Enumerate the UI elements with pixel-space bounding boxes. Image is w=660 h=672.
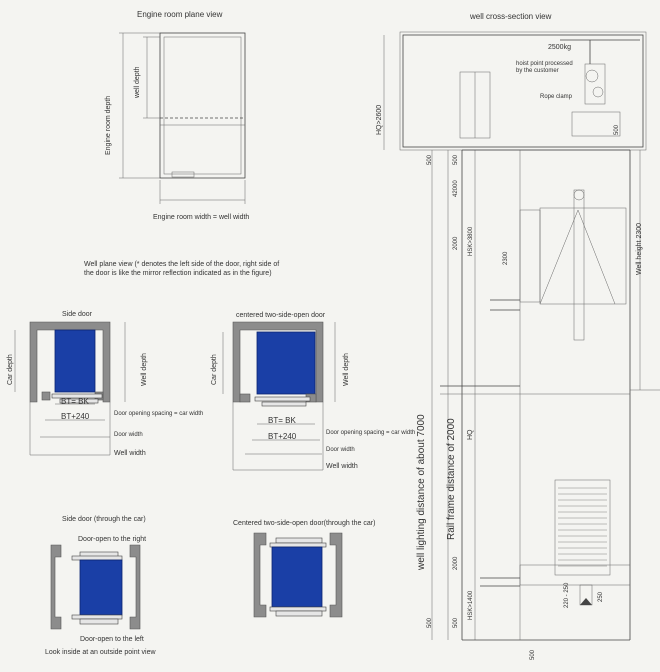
dim-220-250: 220 - 250	[564, 582, 570, 608]
engine-room-plane-view: Engine room plane view Engine room depth…	[105, 10, 249, 221]
centered-door-car	[256, 331, 316, 395]
traction-machine	[584, 63, 606, 105]
side-door-car	[54, 329, 96, 393]
dim-500-a: 500	[427, 154, 433, 165]
hsk1400-label: HSK>1400	[468, 590, 474, 620]
engine-room-door	[171, 171, 195, 178]
well-cross-section: well cross-section view 2500kg hoist poi…	[376, 12, 660, 660]
centered-door-bt240: BT+240	[268, 432, 297, 441]
centered-door-title: centered two-side-open door	[236, 312, 326, 319]
hoist-point-line1: hoist point processed	[516, 61, 573, 67]
door-open-right-label: Door-open to the right	[78, 536, 146, 543]
centered-door-through-car: Centered two-side-open door(through the …	[233, 520, 375, 618]
dim-250: 250	[598, 591, 604, 602]
engine-room-inner-wall	[163, 36, 242, 175]
side-door-well-width: Well width	[114, 450, 146, 457]
hoist-point-line2: by the customer	[516, 68, 559, 74]
side-door-bt-bk: BT= BK	[61, 397, 89, 406]
side-door-door-width: Door width	[114, 432, 143, 438]
well-height-label: Well height 2300	[636, 223, 643, 275]
dim-500-b: 500	[453, 154, 459, 165]
dim-42000: 42000	[453, 180, 459, 197]
well-plane-note-line1: Well plane view (* denotes the left side…	[84, 261, 279, 268]
dim-2300: 2300	[503, 251, 509, 265]
dim-500-e: 500	[530, 649, 536, 660]
side-door-car-depth: Car depth	[7, 354, 14, 385]
centered-door-well-depth: Well depth	[343, 353, 350, 386]
load-label: 2500kg	[548, 44, 571, 51]
centered-door-panels	[254, 396, 311, 402]
hq-label: HQ	[467, 429, 474, 440]
lighting-distance-label: well lighting distance of about 7000	[416, 414, 427, 571]
side-door-title: Side door	[62, 311, 93, 318]
side-door-through-car: Side door (through the car) Door-open to…	[45, 516, 156, 656]
well-depth-label: well depth	[134, 66, 141, 99]
dim-500-d: 500	[453, 617, 459, 628]
centered-door-bt-bk: BT= BK	[268, 416, 296, 425]
centered-door-well-wall	[232, 321, 324, 403]
centered-door-plan: centered two-side-open door Car depth We…	[211, 312, 415, 471]
dim-500-top: 500	[614, 124, 620, 135]
engine-room-outline	[159, 32, 246, 179]
side-door-through-car-body	[79, 559, 123, 616]
well-plane-note-line2: the door is like the mirror reflection i…	[84, 270, 272, 277]
centered-through-car-body	[271, 546, 323, 608]
dim-500-c: 500	[427, 617, 433, 628]
centered-door-spacing: Door opening spacing = car width	[326, 430, 415, 436]
look-inside-label: Look inside at an outside point view	[45, 649, 156, 656]
centered-door-well-width: Well width	[326, 463, 358, 470]
engine-room-depth-label: Engine room depth	[105, 96, 112, 155]
rail-frame-label: Rail frame distance of 2000	[446, 418, 457, 540]
hq2600-label: HQ>2600	[376, 105, 383, 135]
side-door-well-depth: Well depth	[141, 353, 148, 386]
well-section-title: well cross-section view	[469, 12, 552, 21]
side-door-spacing: Door opening spacing = car width	[114, 411, 203, 417]
engine-room-width-label: Engine room width = well width	[153, 214, 249, 221]
side-door-plan: Side door Car depth Well depth BT= BK BT…	[7, 311, 203, 457]
centered-door-car-depth: Car depth	[211, 354, 218, 385]
dim-2000-b: 2000	[453, 556, 459, 570]
centered-through-title: Centered two-side-open door(through the …	[233, 520, 375, 527]
centered-door-door-width: Door width	[326, 447, 355, 453]
engine-room-title: Engine room plane view	[137, 10, 223, 19]
side-door-well-wall	[29, 321, 111, 403]
side-door-panel	[51, 393, 103, 399]
rope-clamp-label: Rope clamp	[540, 94, 573, 100]
lower-car-frame	[554, 479, 611, 576]
side-door-bt240: BT+240	[61, 412, 90, 421]
door-open-left-label: Door-open to the left	[80, 636, 144, 643]
hsk3800-label: HSK>3800	[468, 226, 474, 256]
dim-2000-a: 2000	[453, 236, 459, 250]
side-door-through-title: Side door (through the car)	[62, 516, 146, 523]
machine-room-outline	[402, 34, 644, 148]
